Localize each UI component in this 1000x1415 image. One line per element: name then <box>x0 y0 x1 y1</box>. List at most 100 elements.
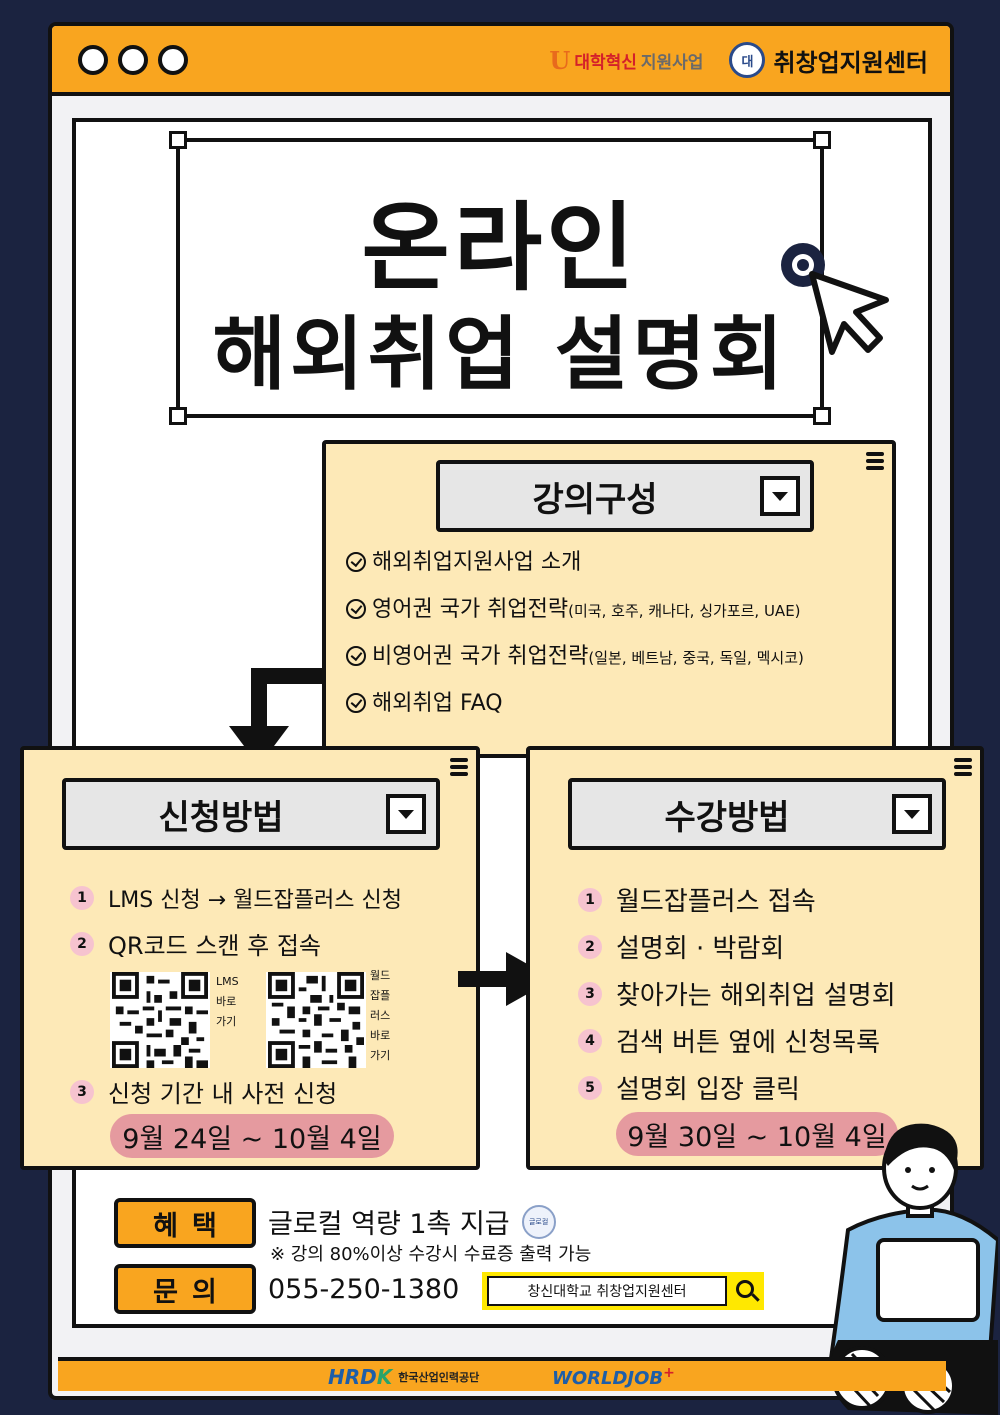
dropdown-arrow-icon[interactable] <box>386 794 426 834</box>
apply-heading: 신청방법 <box>158 797 284 838</box>
curriculum-list: 해외취업지원사업 소개 영어권 국가 취업전략(미국, 호주, 캐나다, 싱가포… <box>346 544 804 732</box>
step-text: LMS 신청 → 월드잡플러스 신청 <box>108 888 403 913</box>
apply-period-badge: 9월 24일 ~ 10월 4일 <box>110 1114 394 1158</box>
title-selection-box: 온라인 해외취업 설명회 <box>169 131 831 425</box>
qr-label-text: 러스 <box>370 1009 391 1022</box>
hrdk-mark-blue: HRD <box>328 1365 377 1389</box>
step-number-badge: 1 <box>578 887 602 912</box>
menu-icon[interactable] <box>954 758 972 779</box>
qr-label-worldjob: 월드 잡플 러스 바로 가기 <box>370 966 390 1066</box>
menu-icon[interactable] <box>450 758 468 779</box>
lms-qr-code[interactable] <box>110 972 210 1068</box>
resize-handle-icon[interactable] <box>169 407 187 425</box>
qr-label-text: 월드 <box>370 969 391 982</box>
career-center-name: 취창업지원센터 <box>773 48 928 77</box>
window-dot-icon[interactable] <box>78 45 108 75</box>
hrdk-text: 한국산업인력공단 <box>398 1371 480 1384</box>
step-number-badge: 1 <box>70 886 94 910</box>
footer-bar: HRDK 한국산업인력공단 WORLDJOB+ <box>58 1357 946 1391</box>
qr-label-text: LMS <box>216 975 239 988</box>
list-item-text: 해외취업 FAQ <box>372 691 503 716</box>
list-item: 해외취업지원사업 소개 <box>346 544 804 591</box>
check-circle-icon <box>346 599 366 619</box>
apply-step: 2 QR코드 스캔 후 접속 <box>70 926 321 961</box>
resize-handle-icon[interactable] <box>813 131 831 149</box>
check-circle-icon <box>346 693 366 713</box>
list-item-text: 영어권 국가 취업전략 <box>372 597 569 622</box>
step-text: 찾아가는 해외취업 설명회 <box>616 981 896 1011</box>
university-seal-icon: 대 <box>729 42 766 78</box>
attend-steps: 1 월드잡플러스 접속 2 설명회 · 박람회 3 찾아가는 해외취업 설명회 … <box>578 876 896 1111</box>
worldjob-qr-code[interactable] <box>266 972 366 1068</box>
attend-step: 3 찾아가는 해외취업 설명회 <box>578 970 896 1017</box>
attend-header[interactable]: 수강방법 <box>568 778 946 850</box>
contact-label-button[interactable]: 문의 <box>114 1264 256 1314</box>
apply-step: 1 LMS 신청 → 월드잡플러스 신청 <box>70 882 402 914</box>
attend-step: 5 설명회 입장 클릭 <box>578 1064 896 1111</box>
curriculum-heading: 강의구성 <box>532 479 658 520</box>
qr-label-lms: LMS 바로 가기 <box>216 972 239 1032</box>
benefit-text-row: 글로컬 역량 1촉 지급 글로컬 <box>268 1202 556 1241</box>
attend-step: 4 검색 버튼 옆에 신청목록 <box>578 1017 896 1064</box>
attend-step: 1 월드잡플러스 접속 <box>578 876 896 923</box>
career-center-logo: 대 취창업지원센터 <box>729 42 928 78</box>
search-icon[interactable] <box>736 1280 754 1298</box>
step-number-badge: 3 <box>578 981 602 1006</box>
attend-panel: 수강방법 1 월드잡플러스 접속 2 설명회 · 박람회 3 찾아가는 해외취업… <box>526 746 984 1170</box>
logo-text-red: 대학혁신 <box>574 52 637 73</box>
apply-header[interactable]: 신청방법 <box>62 778 440 850</box>
window-dot-icon[interactable] <box>158 45 188 75</box>
hrdk-mark-icon: HRDK <box>328 1365 392 1389</box>
step-text: 검색 버튼 옆에 신청목록 <box>616 1028 880 1058</box>
dropdown-arrow-icon[interactable] <box>760 476 800 516</box>
apply-step: 3 신청 기간 내 사전 신청 <box>70 1074 337 1109</box>
search-input[interactable]: 창신대학교 취창업지원센터 <box>487 1276 727 1306</box>
check-circle-icon <box>346 646 366 666</box>
worldjob-logo: WORLDJOB+ <box>552 1365 675 1389</box>
qr-label-text: 가기 <box>370 1049 391 1062</box>
page-title-line2: 해외취업 설명회 <box>212 308 788 401</box>
attend-step: 2 설명회 · 박람회 <box>578 923 896 970</box>
page-title-line1: 온라인 <box>361 192 639 304</box>
step-number-badge: 2 <box>578 934 602 959</box>
menu-icon[interactable] <box>866 452 884 473</box>
dropdown-arrow-icon[interactable] <box>892 794 932 834</box>
step-text: QR코드 스캔 후 접속 <box>108 932 322 960</box>
list-item: 영어권 국가 취업전략(미국, 호주, 캐나다, 싱가포르, UAE) <box>346 591 804 638</box>
check-circle-icon <box>346 552 366 572</box>
step-text: 월드잡플러스 접속 <box>616 887 816 917</box>
window-dot-icon[interactable] <box>118 45 148 75</box>
benefit-text: 글로컬 역량 1촉 지급 <box>268 1209 510 1240</box>
curriculum-panel: 강의구성 해외취업지원사업 소개 영어권 국가 취업전략(미국, 호주, 캐나다… <box>322 440 896 758</box>
list-item-text: 비영어권 국가 취업전략 <box>372 644 589 669</box>
step-text: 신청 기간 내 사전 신청 <box>108 1080 338 1108</box>
benefit-note: ※ 강의 80%이상 수강시 수료증 출력 가능 <box>270 1244 592 1265</box>
list-item-text: 해외취업지원사업 소개 <box>372 550 582 575</box>
step-number-badge: 2 <box>70 931 94 956</box>
worldjob-text: WORLDJOB <box>552 1368 664 1389</box>
list-item-note: (일본, 베트남, 중국, 독일, 멕시코) <box>588 649 804 667</box>
resize-handle-icon[interactable] <box>169 131 187 149</box>
apply-panel: 신청방법 1 LMS 신청 → 월드잡플러스 신청 2 QR코드 스캔 후 접속… <box>20 746 480 1170</box>
contact-phone: 055-250-1380 <box>268 1274 460 1305</box>
window-controls <box>78 45 188 75</box>
search-bar: 창신대학교 취창업지원센터 <box>482 1272 764 1310</box>
benefit-label-button[interactable]: 혜택 <box>114 1198 256 1248</box>
list-item: 해외취업 FAQ <box>346 685 804 732</box>
glocal-badge-icon: 글로컬 <box>521 1204 556 1239</box>
step-text: 설명회 · 박람회 <box>616 934 785 964</box>
qr-label-text: 바로 <box>216 995 237 1008</box>
list-item-note: (미국, 호주, 캐나다, 싱가포르, UAE) <box>568 602 801 620</box>
curriculum-header[interactable]: 강의구성 <box>436 460 814 532</box>
attend-period-badge: 9월 30일 ~ 10월 4일 <box>616 1112 898 1156</box>
qr-label-text: 바로 <box>370 1029 391 1042</box>
logo-text-gray: 지원사업 <box>640 52 704 73</box>
qr-label-text: 잡플 <box>370 989 391 1002</box>
resize-handle-icon[interactable] <box>813 407 831 425</box>
step-number-badge: 5 <box>578 1075 602 1100</box>
step-text: 설명회 입장 클릭 <box>616 1075 800 1105</box>
attend-heading: 수강방법 <box>664 797 790 838</box>
